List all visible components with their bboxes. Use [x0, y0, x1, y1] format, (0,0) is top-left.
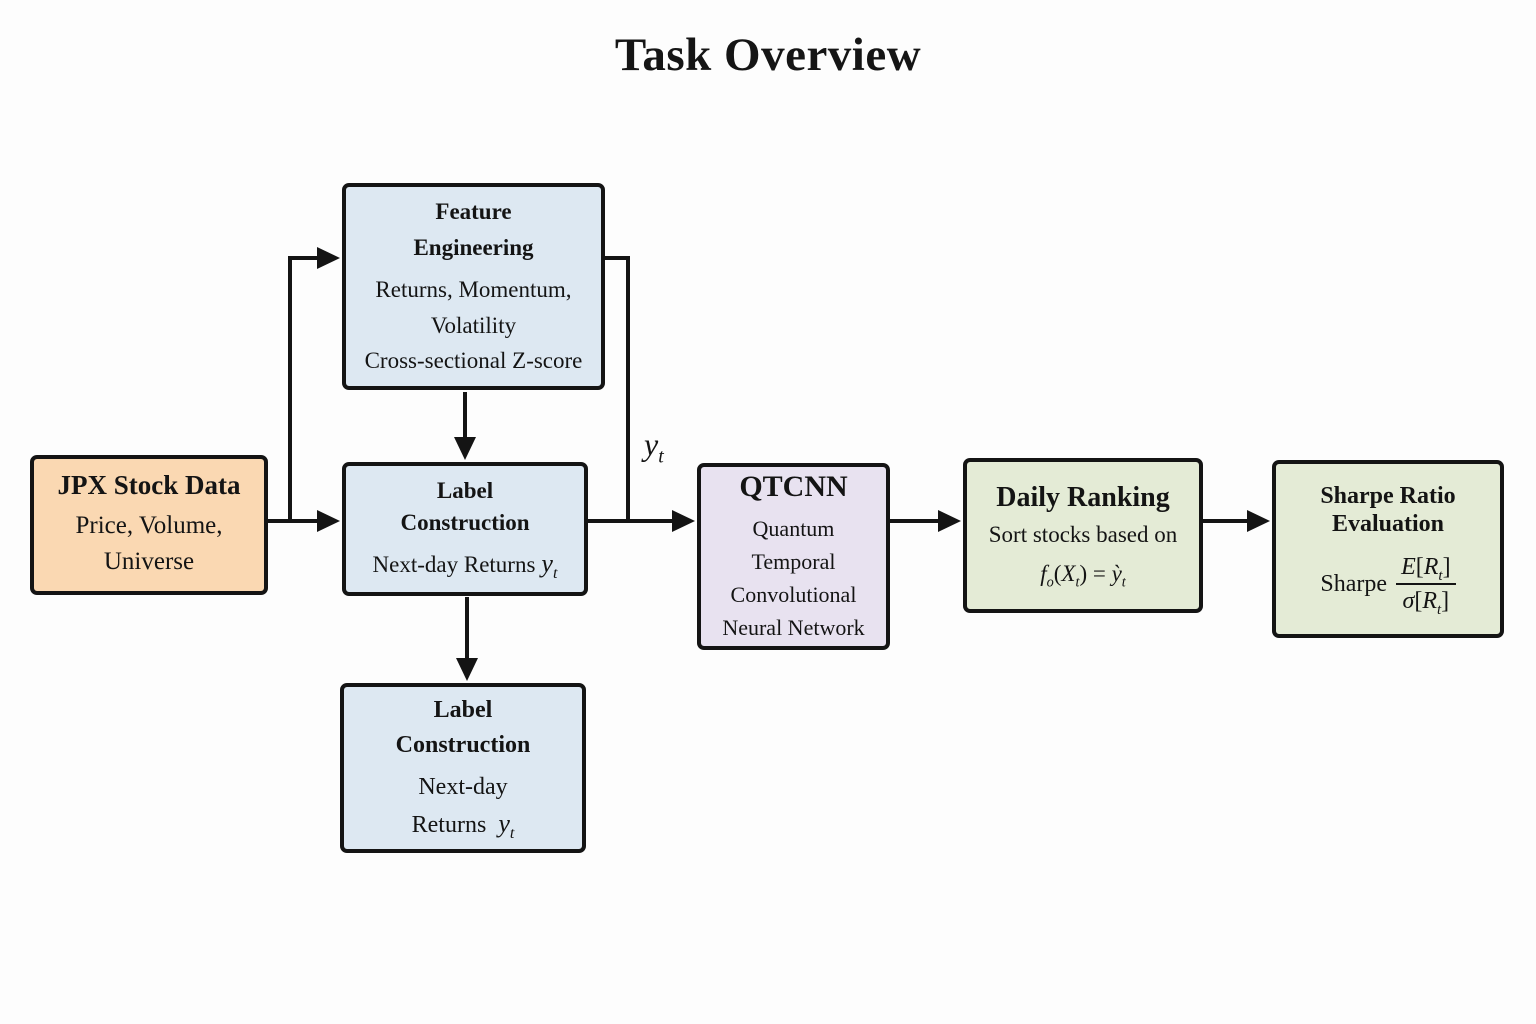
yt-math-2: yt	[498, 808, 515, 842]
sharpe-title-line1: Sharpe Ratio	[1320, 482, 1456, 509]
feature-engineering-title: Feature Engineering	[413, 194, 533, 265]
label-construction-title-line2: Construction	[400, 510, 530, 536]
yt-math: yt	[541, 549, 558, 583]
qtcnn-box: QTCNN Quantum Temporal Convolutional Neu…	[697, 463, 890, 650]
arrowhead-lc-to-lc2	[456, 658, 478, 681]
yt-edge-label: yt	[644, 426, 664, 468]
qtcnn-line-3: Neural Network	[722, 615, 865, 641]
sharpe-denominator: σ[Rt]	[1402, 588, 1450, 619]
sharpe-formula: Sharpe E[Rt] σ[Rt]	[1320, 552, 1456, 619]
feature-engineering-line-2: Volatility	[430, 312, 517, 338]
qtcnn-line-1: Quantum Temporal	[751, 516, 836, 575]
arrowhead-to-dr	[938, 510, 961, 532]
arrowhead-to-qtcnn	[672, 510, 695, 532]
feature-engineering-title-line1: Feature	[435, 198, 512, 224]
qtcnn-line-2: Convolutional	[730, 582, 857, 608]
arrow-jpx-branch	[268, 256, 320, 523]
feature-engineering-box: Feature Engineering Returns, Momentum, V…	[342, 183, 605, 390]
sharpe-label: Sharpe	[1320, 570, 1388, 597]
jpx-line-2: Universe	[103, 547, 195, 575]
label-construction-body-text: Next-day Returns	[372, 552, 536, 578]
jpx-stock-data-box: JPX Stock Data Price, Volume, Universe	[30, 455, 268, 595]
daily-ranking-box: Daily Ranking Sort stocks based on fo(Xt…	[963, 458, 1203, 613]
label-construction-title: Label Construction	[400, 475, 529, 539]
daily-ranking-formula: fo(Xt) = ỳt	[1040, 560, 1126, 591]
feature-engineering-line-3: Cross-sectional Z-score	[364, 348, 583, 374]
sharpe-fraction: E[Rt] σ[Rt]	[1396, 552, 1456, 619]
feature-engineering-title-line2: Engineering	[413, 234, 534, 260]
feature-engineering-line-1: Returns, Momentum,	[375, 277, 572, 303]
arrowhead-to-lc	[317, 510, 340, 532]
jpx-line-1: Price, Volume,	[75, 511, 223, 539]
label-construction-2-title-line1: Label	[433, 697, 493, 724]
daily-ranking-line-1: Sort stocks based on	[988, 522, 1178, 548]
label-construction-2-returns-text: Returns	[411, 811, 487, 838]
sharpe-title: Sharpe Ratio Evaluation	[1320, 482, 1455, 539]
arrowhead-to-fe	[317, 247, 340, 269]
qtcnn-title: QTCNN	[739, 469, 848, 503]
daily-ranking-title: Daily Ranking	[996, 482, 1170, 514]
arrow-fe-right-down	[605, 256, 630, 519]
sharpe-numerator: E[Rt]	[1396, 552, 1456, 586]
jpx-box-title: JPX Stock Data	[57, 469, 241, 500]
label-construction-box-2: Label Construction Next-day Returns yt	[340, 683, 586, 853]
label-construction-2-title-line2: Construction	[395, 732, 531, 759]
label-construction-2-body-line2: Returns yt	[412, 805, 515, 843]
sharpe-ratio-box: Sharpe Ratio Evaluation Sharpe E[Rt] σ[R…	[1272, 460, 1504, 638]
sharpe-title-line2: Evaluation	[1331, 511, 1445, 537]
label-construction-2-title: Label Construction	[396, 693, 531, 763]
arrowhead-to-sharpe	[1247, 510, 1270, 532]
label-construction-2-body-line1: Next-day	[418, 774, 508, 800]
arrowhead-fe-to-lc	[454, 437, 476, 460]
page-title: Task Overview	[614, 29, 922, 81]
label-construction-title-line1: Label	[436, 478, 494, 504]
